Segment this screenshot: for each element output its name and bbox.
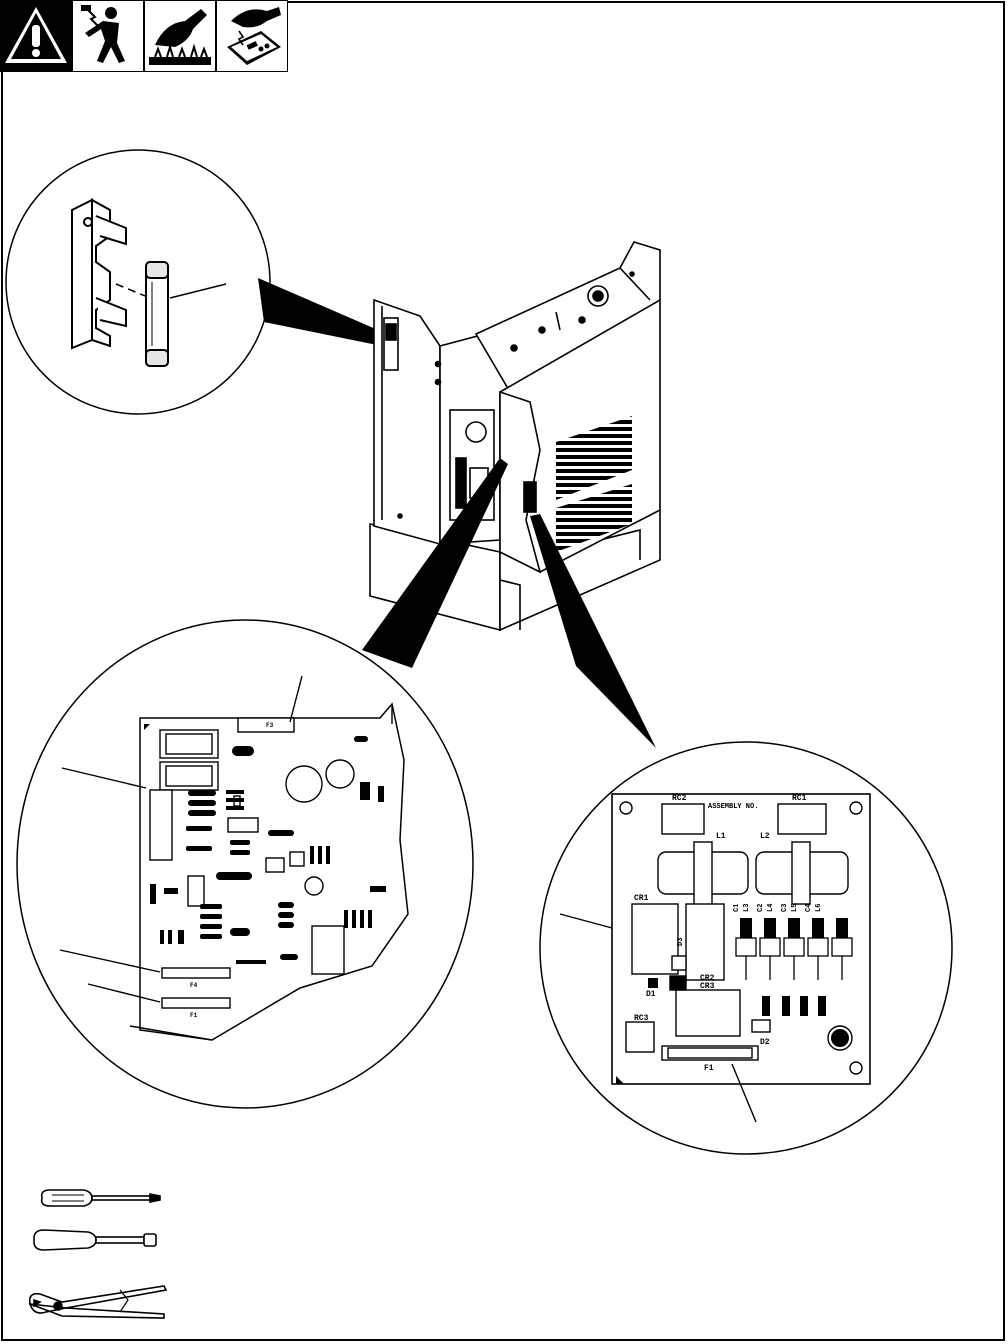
label-rc3: RC3 xyxy=(634,1014,649,1023)
fuse-f1 xyxy=(161,997,231,1009)
label-d1: D1 xyxy=(646,990,656,999)
glass-fuse xyxy=(145,261,169,367)
label-c8: C8 xyxy=(821,1004,828,1012)
svg-text:CR2: CR2 xyxy=(700,974,715,983)
label-l5: L5 xyxy=(791,904,799,912)
label-cr1: CR1 xyxy=(634,894,649,903)
flat-screwdriver-icon xyxy=(40,1189,161,1207)
static-electricity-icon xyxy=(216,0,288,72)
relay-rc3 xyxy=(625,1021,655,1053)
fuse-label-f1: F1 xyxy=(190,1012,198,1019)
bridge-cr2-cr3 xyxy=(675,989,741,1037)
needle-nose-pliers-icon xyxy=(28,1285,168,1319)
electric-shock-icon xyxy=(72,0,144,72)
hot-parts-icon xyxy=(144,0,216,72)
label-c2: C2 xyxy=(757,904,765,912)
relay-rc2 xyxy=(661,803,705,835)
filter-board-detail: RC2 RC1 ASSEMBLY NO. L1 L2 CR1 D1 D2 D3 … xyxy=(539,741,953,1155)
safety-symbol-strip xyxy=(0,0,288,74)
label-c7: C7 xyxy=(803,1004,810,1012)
fuse-label-f4: F4 xyxy=(190,982,198,989)
label-assembly-no: ASSEMBLY NO. xyxy=(708,803,758,811)
fuse-clip xyxy=(71,198,127,350)
label-l6: L6 xyxy=(815,904,823,912)
label-l2: L2 xyxy=(760,832,770,841)
relay-rc1 xyxy=(777,803,827,835)
fuse-f4 xyxy=(161,967,231,979)
label-l1: L1 xyxy=(716,832,726,841)
label-c1: C1 xyxy=(733,904,741,912)
diode-cr1 xyxy=(631,903,679,975)
fuse-label-f3: F3 xyxy=(266,722,274,729)
svg-text:CR3: CR3 xyxy=(700,982,715,991)
warning-triangle-icon xyxy=(0,0,72,72)
fuse-holder-detail xyxy=(5,149,271,415)
small-capacitor-labels: C5 C6 C7 C8 xyxy=(765,1004,828,1012)
label-c4: C4 xyxy=(805,904,813,912)
label-cr2-cr3: CR2 CR3 xyxy=(700,974,715,991)
label-c5: C5 xyxy=(765,1004,772,1012)
label-rc1: RC1 xyxy=(792,794,807,803)
label-l4: L4 xyxy=(767,904,775,912)
required-tools xyxy=(28,1189,168,1319)
nut-driver-icon xyxy=(33,1229,157,1251)
control-board-detail: F3 F4 F1 xyxy=(16,619,474,1109)
welder-machine xyxy=(369,241,661,632)
label-d2: D2 xyxy=(760,1038,770,1047)
label-l3: L3 xyxy=(743,904,751,912)
label-c3: C3 xyxy=(781,904,789,912)
label-f1-right: F1 xyxy=(704,1064,714,1073)
label-d3: D3 xyxy=(677,938,685,946)
label-c6: C6 xyxy=(785,1004,792,1012)
label-rc2: RC2 xyxy=(672,794,687,803)
